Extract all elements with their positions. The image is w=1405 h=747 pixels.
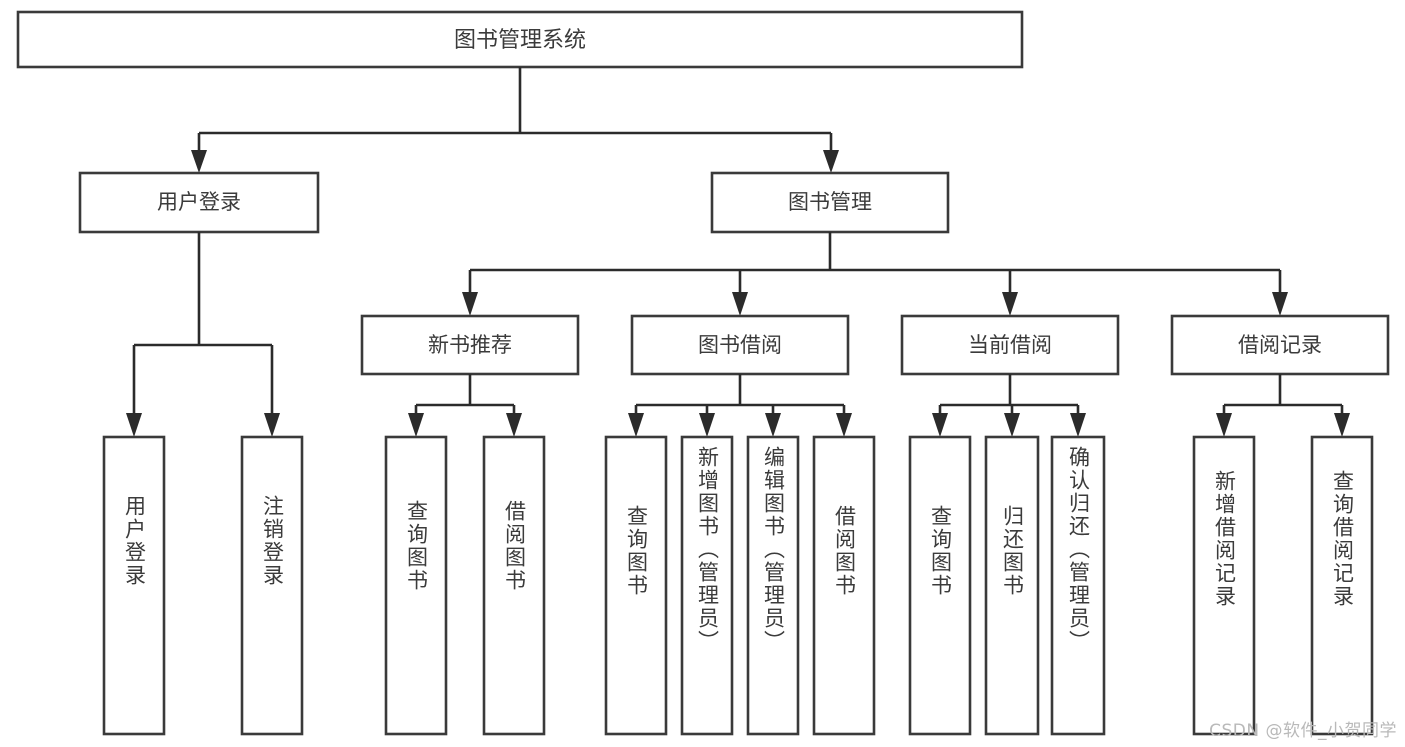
node-user-login[interactable]: 用户登录: [78, 171, 320, 234]
leaf-user-login-box[interactable]: [102, 435, 166, 736]
arrow-head-icon: [1272, 292, 1288, 316]
arrow-head-icon: [264, 413, 280, 437]
node-current-borrow[interactable]: 当前借阅: [900, 314, 1120, 376]
arrow-head-icon: [628, 413, 644, 437]
leaf-borrow-book-1-box[interactable]: [482, 435, 546, 736]
connector-newbook-to-leaves: [408, 374, 522, 437]
node-book-manage-label: 图书管理: [788, 190, 872, 214]
leaf-boxes: [102, 435, 1374, 736]
node-book-borrow[interactable]: 图书借阅: [630, 314, 850, 376]
arrow-head-icon: [836, 413, 852, 437]
node-user-login-box: [78, 171, 320, 234]
node-book-borrow-label: 图书借阅: [698, 333, 782, 357]
connector-bookmanage-to-level3: [462, 232, 1288, 316]
leaf-query-book-2-box[interactable]: [604, 435, 668, 736]
leaf-edit-book-admin-box[interactable]: [746, 435, 800, 736]
arrow-head-icon: [699, 413, 715, 437]
node-book-manage[interactable]: 图书管理: [710, 171, 950, 234]
connector-root-to-level2: [191, 67, 839, 173]
node-root[interactable]: 图书管理系统: [16, 10, 1024, 69]
connector-userlogin-to-leaves: [126, 232, 280, 437]
node-current-borrow-box: [900, 314, 1120, 376]
node-root-label: 图书管理系统: [454, 28, 586, 53]
connector-currentborrow-to-leaves: [932, 374, 1086, 437]
leaf-query-book-1-box[interactable]: [384, 435, 448, 736]
arrow-head-icon: [506, 413, 522, 437]
node-current-borrow-label: 当前借阅: [968, 333, 1052, 357]
node-new-book-recommend-label: 新书推荐: [428, 333, 512, 357]
node-new-book-recommend[interactable]: 新书推荐: [360, 314, 580, 376]
leaf-return-book-box[interactable]: [984, 435, 1040, 736]
arrow-head-icon: [732, 292, 748, 316]
leaf-user-logout-box[interactable]: [240, 435, 304, 736]
arrow-head-icon: [1002, 292, 1018, 316]
node-borrow-record[interactable]: 借阅记录: [1170, 314, 1390, 376]
arrow-head-icon: [1004, 413, 1020, 437]
arrow-head-icon: [462, 292, 478, 316]
arrow-head-icon: [765, 413, 781, 437]
arrow-head-icon: [126, 413, 142, 437]
arrow-head-icon: [1070, 413, 1086, 437]
leaf-add-book-admin-box[interactable]: [680, 435, 734, 736]
connector-bookborrow-to-leaves: [628, 374, 852, 437]
node-borrow-record-label: 借阅记录: [1238, 333, 1322, 357]
leaf-add-borrow-record-box[interactable]: [1192, 435, 1256, 736]
arrow-head-icon: [932, 413, 948, 437]
leaf-confirm-return-box[interactable]: [1050, 435, 1106, 736]
csdn-watermark: CSDN @软件_小贺同学: [1209, 721, 1397, 741]
node-root-box: [16, 10, 1024, 69]
leaf-query-book-3-box[interactable]: [908, 435, 972, 736]
arrow-head-icon: [1334, 413, 1350, 437]
arrow-head-icon: [1216, 413, 1232, 437]
leaf-borrow-book-2-box[interactable]: [812, 435, 876, 736]
leaf-query-borrow-rec-box[interactable]: [1310, 435, 1374, 736]
node-user-login-label: 用户登录: [157, 190, 241, 214]
node-new-book-recommend-box: [360, 314, 580, 376]
arrow-head-icon: [408, 413, 424, 437]
arrow-head-icon: [823, 150, 839, 173]
arrow-head-icon: [191, 150, 207, 173]
connector-borrowrecord-to-leaves: [1216, 374, 1350, 437]
